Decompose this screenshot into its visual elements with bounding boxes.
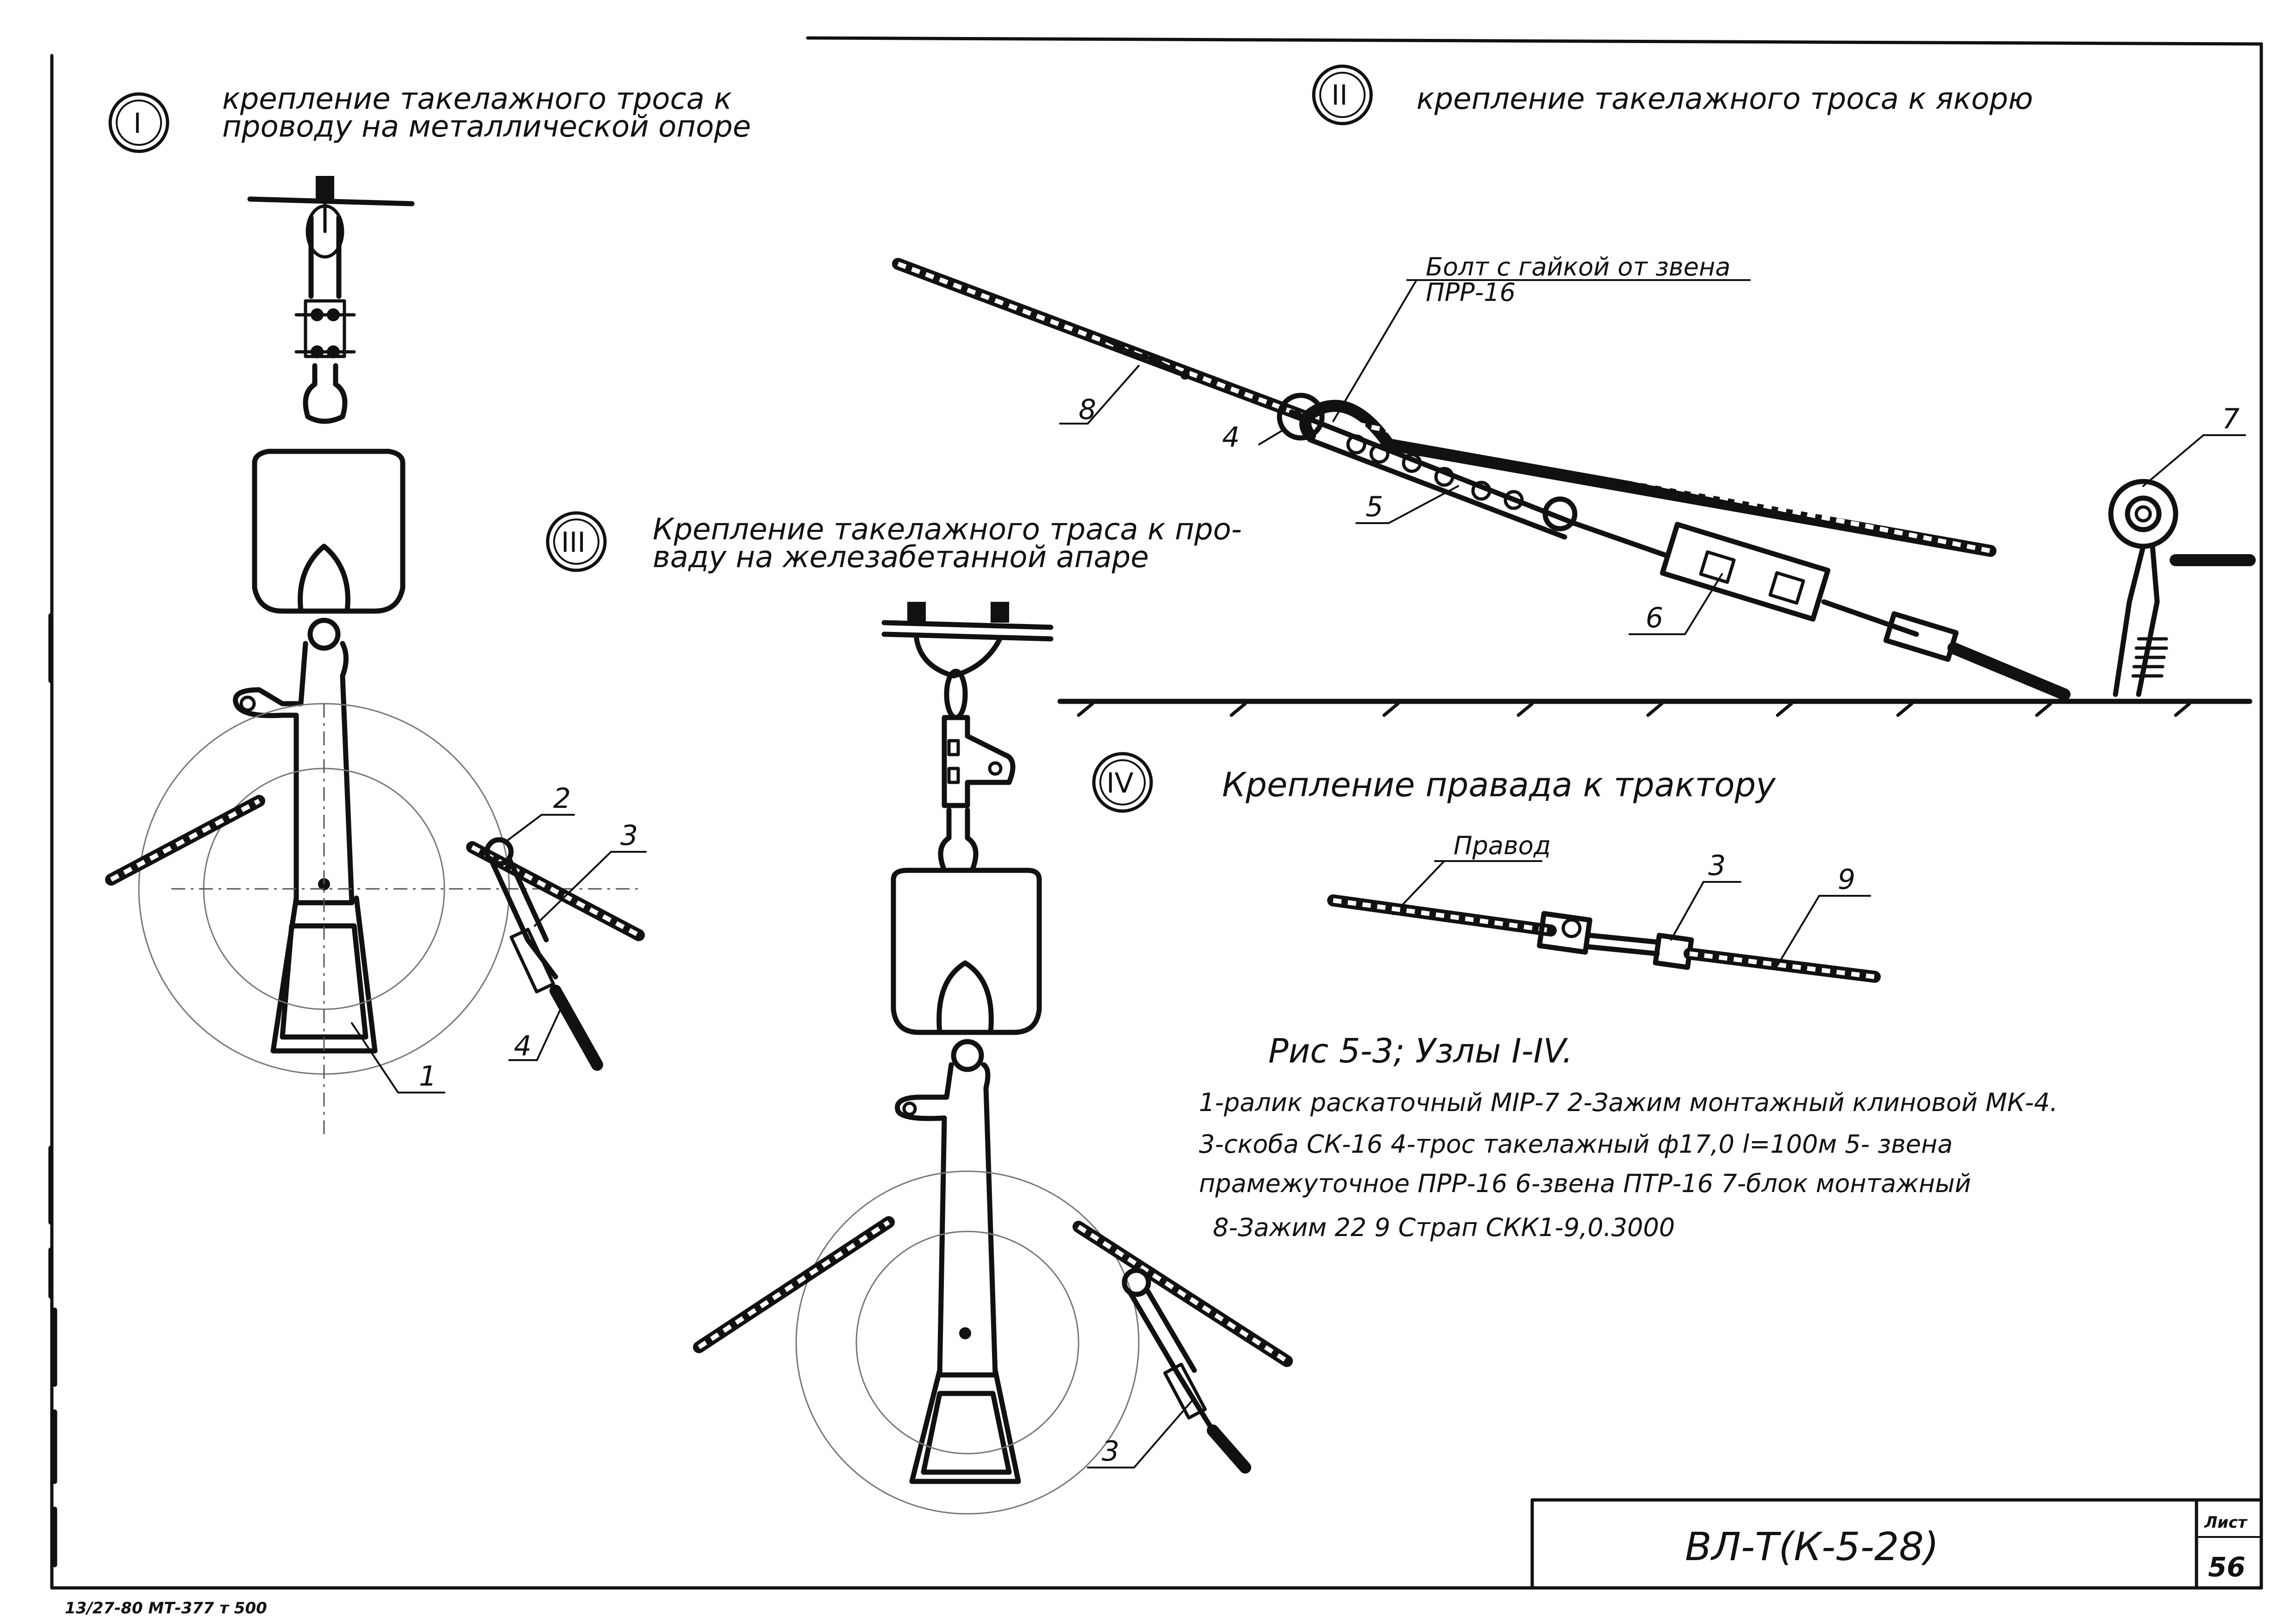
node-2-note-line2: ПРР-16 bbox=[1426, 278, 1516, 307]
node-1-numeral: I bbox=[133, 107, 142, 140]
callout-4a: 4 bbox=[514, 1030, 531, 1062]
callout-3a: 3 bbox=[620, 819, 638, 852]
callout-5: 5 bbox=[1366, 491, 1383, 523]
node-3-caption-line2: ваду на железабетанной апаре bbox=[653, 540, 1149, 575]
title-block: ВЛ-Т(К-5-28) Лист 56 bbox=[1530, 1498, 2263, 1590]
node-4: IV Крепление правада к трактору Правод 3… bbox=[1092, 752, 1881, 983]
node-2-note-line1: Болт с гайкой от звена bbox=[1426, 252, 1730, 281]
wire-label: Правод bbox=[1454, 831, 1551, 860]
node-2-caption: крепление такелажного троса к якорю bbox=[1416, 82, 2033, 116]
node-3-numeral: III bbox=[561, 526, 586, 559]
node-2: II крепление такелажного троса к якорю bbox=[892, 64, 2256, 717]
callout-1: 1 bbox=[419, 1060, 437, 1093]
node-1: I крепление такелажного троса к проводу … bbox=[105, 82, 751, 1134]
callout-6: 6 bbox=[1646, 602, 1663, 634]
node-2-numeral: II bbox=[1331, 79, 1348, 112]
callout-4b: 4 bbox=[1222, 421, 1240, 454]
sheet-number: 56 bbox=[2208, 1551, 2246, 1583]
drawing-code: ВЛ-Т(К-5-28) bbox=[1685, 1524, 1939, 1569]
callout-3b: 3 bbox=[1102, 1435, 1119, 1468]
callout-8: 8 bbox=[1079, 394, 1096, 426]
legend-line-2: 3-скоба СК-16 4-трос такелажный ф17,0 l=… bbox=[1199, 1130, 1953, 1159]
legend-line-1: 1-ралик раскаточный МIР-7 2-Зажим монтаж… bbox=[1199, 1088, 2058, 1117]
legend-line-4: 8-Зажим 22 9 Страп СКК1-9,0.3000 bbox=[1213, 1213, 1675, 1242]
sheet-label: Лист bbox=[2204, 1513, 2248, 1532]
legend-title: Рис 5-3; Узлы I-IV. bbox=[1268, 1031, 1573, 1070]
node-4-numeral: IV bbox=[1106, 767, 1134, 800]
legend: Рис 5-3; Узлы I-IV. 1-ралик раскаточный … bbox=[1199, 1031, 2058, 1242]
drawing-frame bbox=[48, 36, 2263, 1590]
node-3: III Крепление такелажного траса к про- в… bbox=[546, 511, 1293, 1515]
callout-2: 2 bbox=[553, 782, 571, 815]
callout-7: 7 bbox=[2222, 403, 2240, 435]
node-1-caption-line2: проводу на металлической опоре bbox=[222, 110, 751, 144]
legend-line-3: прамежуточное ПРР-16 6-звена ПТР-16 7-бл… bbox=[1199, 1169, 1971, 1198]
node-4-caption: Крепление правада к трактору bbox=[1222, 765, 1776, 804]
callout-3c: 3 bbox=[1708, 849, 1726, 882]
callout-9: 9 bbox=[1838, 863, 1855, 896]
node-1-caption-line1: крепление такелажного троса к bbox=[222, 82, 732, 116]
node-3-caption-line1: Крепление такелажного траса к про- bbox=[653, 512, 1242, 547]
footer-stamp: 13/27-80 МТ-377 т 500 bbox=[65, 1599, 267, 1618]
